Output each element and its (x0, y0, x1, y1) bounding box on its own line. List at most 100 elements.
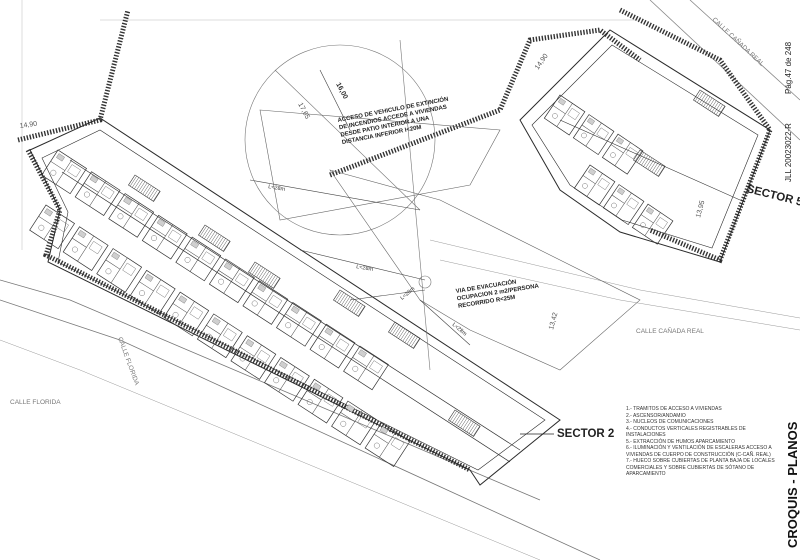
stair-step (140, 182, 148, 194)
stair-step (349, 300, 357, 311)
distance-label: L<28m (399, 286, 416, 302)
bathroom-fixture (211, 317, 221, 326)
bed-furniture (626, 197, 639, 210)
stair-run (128, 174, 161, 202)
street-florida-label: CALLE FLORIDA (10, 399, 61, 406)
stair-frame (448, 409, 481, 437)
stair-step (639, 153, 647, 164)
stair-frame (128, 174, 161, 202)
table-furniture (184, 256, 191, 263)
stair-step (396, 327, 404, 338)
partition-wall (244, 344, 262, 371)
table-furniture (352, 365, 359, 372)
table-furniture (239, 355, 246, 362)
sector5-block (519, 29, 771, 263)
partition-wall (211, 323, 229, 349)
stair-run (198, 224, 231, 252)
table-furniture (373, 442, 380, 449)
table-furniture (38, 224, 45, 231)
apartment-row (573, 164, 674, 245)
stair-step (358, 305, 365, 317)
table-furniture (306, 399, 313, 405)
stair-step (351, 301, 359, 313)
bed-furniture (625, 147, 638, 160)
partition-wall (239, 346, 255, 357)
bed-furniture (655, 217, 668, 230)
partition-wall (611, 194, 625, 204)
stair-step (355, 304, 363, 315)
partition-wall (77, 235, 95, 262)
partition-wall (586, 173, 603, 197)
partition-wall (151, 226, 166, 237)
bathroom-fixture (223, 262, 233, 271)
stair-step (258, 268, 266, 279)
street-canada-real-label: CALLE CAÑADA REAL (636, 326, 704, 335)
bathroom-fixture (379, 426, 389, 435)
partition-wall (139, 281, 154, 292)
sector5-label: SECTOR 5 (745, 183, 800, 209)
bed-furniture (67, 164, 81, 178)
sheet-page-number: Pág.47 de 248 (784, 41, 793, 94)
corridor-line (61, 171, 511, 463)
stair-step (701, 95, 709, 106)
partition-wall (144, 279, 162, 305)
legend-item: 4.- CONDUCTOS VERTICALES REGISTRABLES DE… (626, 425, 746, 439)
bed-furniture (134, 207, 149, 221)
stair-step (460, 417, 468, 429)
stair-step (144, 185, 152, 196)
stair-step (264, 272, 272, 283)
stair-run (388, 321, 421, 349)
partition-wall (72, 237, 87, 248)
legend-item: 2.- ASCENSOR/ANDAMIO (626, 412, 686, 419)
stair-step (214, 235, 222, 246)
bed-furniture (55, 219, 69, 233)
stair-step (223, 240, 230, 252)
table-furniture (251, 300, 258, 307)
stair-step (466, 421, 474, 433)
partition-wall (644, 212, 661, 236)
table-furniture (640, 222, 646, 228)
stair-step (249, 262, 257, 274)
bed-furniture (567, 107, 580, 121)
legend-item: 6.- ILUMINACIÓN Y VENTILACIÓN DE ESCALER… (626, 445, 772, 458)
partition-wall (273, 368, 288, 379)
partition-wall (38, 216, 54, 226)
table-furniture (105, 268, 112, 275)
stair-step (334, 290, 342, 302)
partition-wall (585, 122, 602, 147)
stair-step (449, 410, 457, 422)
bathroom-fixture (257, 284, 267, 293)
stair-step (408, 335, 416, 346)
stair-step (129, 175, 137, 187)
partition-wall (206, 325, 221, 335)
table-furniture (285, 322, 292, 329)
stair-step (713, 103, 721, 114)
stair-step (210, 232, 218, 244)
bed-furniture (256, 349, 271, 364)
partition-wall (122, 202, 140, 229)
stair-step (260, 269, 268, 281)
dimension-13b: 13,42 (548, 312, 559, 331)
stair-step (142, 184, 150, 195)
dimension-14b: 14,90 (19, 121, 37, 130)
corridor-line (69, 159, 521, 451)
stair-step (202, 227, 209, 238)
stair-step (699, 93, 707, 104)
stair-step (218, 238, 226, 249)
partition-wall (345, 410, 363, 436)
stair-step (456, 415, 464, 426)
stair-step (462, 419, 470, 430)
bathroom-fixture (616, 137, 624, 145)
bathroom-fixture (346, 404, 355, 413)
stair-step (345, 297, 353, 309)
stair-step (347, 299, 355, 310)
stair-step (464, 420, 472, 431)
apartment-row (41, 149, 389, 391)
sheet-reference: JLL 20023022-R (784, 123, 793, 182)
bed-furniture (323, 393, 338, 407)
stair-step (458, 416, 466, 427)
stair-step (655, 164, 663, 175)
stair-step (707, 99, 715, 110)
room-cell (364, 422, 411, 468)
bed-furniture (302, 316, 316, 330)
